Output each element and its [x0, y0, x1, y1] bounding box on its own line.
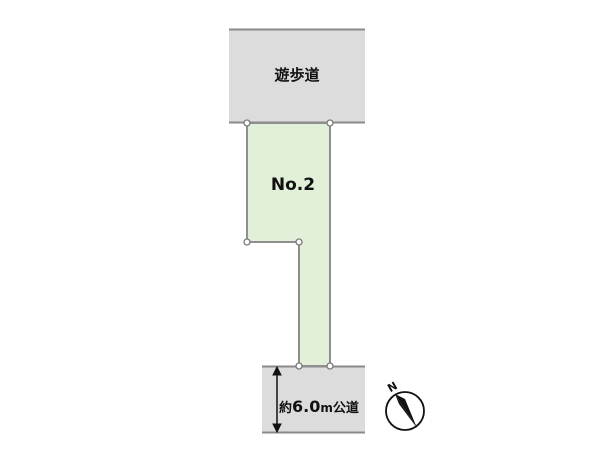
lot-vertex-markers	[243, 119, 334, 370]
north-compass-icon: N	[385, 379, 425, 431]
public-road-label: 約6.0m公道	[279, 397, 359, 416]
pedestrian-path-label: 遊歩道	[274, 66, 319, 84]
road-width-arrow-icon	[272, 365, 282, 434]
lot-no2-polygon	[246, 122, 331, 367]
lot-label: No.2	[271, 175, 315, 195]
public-road-area	[262, 365, 365, 434]
